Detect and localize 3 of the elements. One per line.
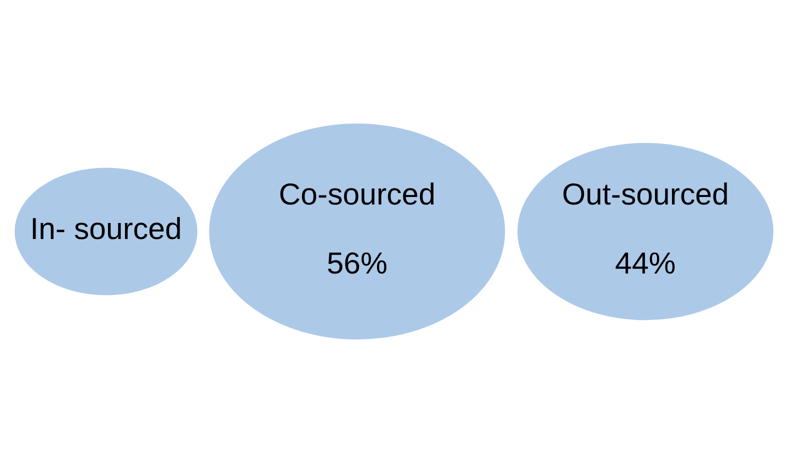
node-ellipse: Co-sourced 56% bbox=[207, 121, 508, 342]
node-ellipse: Out-sourced 44% bbox=[515, 140, 776, 322]
node-ellipse: In- sourced bbox=[12, 166, 200, 298]
